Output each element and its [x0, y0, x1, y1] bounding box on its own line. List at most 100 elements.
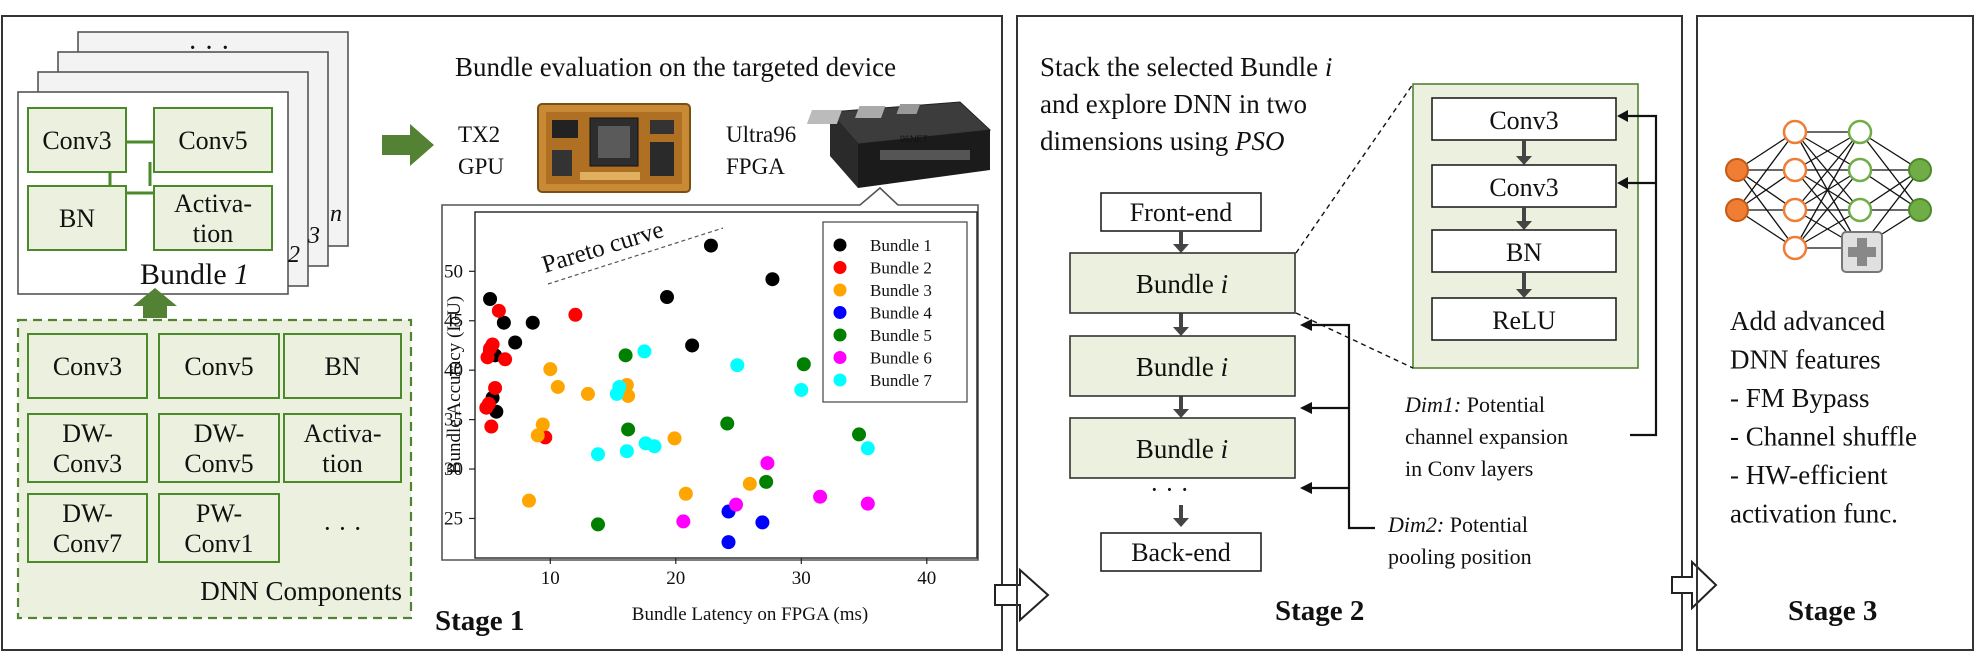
stage3-feature-line: activation func.	[1730, 499, 1898, 529]
bundle-block	[27, 185, 127, 251]
ultra96-board-image: 96NET	[806, 101, 992, 188]
data-point-bundle-5	[796, 357, 811, 372]
stage2-title-line1: Stack the selected Bundle i	[1040, 52, 1332, 82]
front-end-label: Front-end	[1130, 198, 1233, 227]
back-end-block	[1100, 532, 1262, 572]
component-block	[27, 493, 148, 563]
data-point-bundle-7	[730, 358, 745, 373]
stage2-bundle-label: Bundle i	[1136, 269, 1228, 299]
legend-marker	[833, 328, 847, 342]
x-tick-label: 10	[541, 568, 560, 589]
y-tick-label: 50	[444, 261, 463, 282]
data-point-bundle-6	[760, 456, 775, 471]
nn-hidden-node	[1782, 119, 1808, 145]
data-point-bundle-3	[621, 388, 636, 403]
data-point-bundle-1	[703, 238, 718, 253]
data-point-bundle-5	[852, 427, 867, 442]
component-block-label: Conv5	[184, 352, 253, 381]
stage-transition-arrow-icon-2	[1671, 559, 1718, 611]
data-point-bundle-3	[580, 386, 595, 401]
data-point-bundle-5	[590, 517, 605, 532]
nn-edge	[1859, 131, 1921, 211]
data-point-bundle-3	[530, 428, 545, 443]
stage3-feature-line: - FM Bypass	[1730, 383, 1870, 413]
stage2-bundle-block	[1069, 335, 1296, 397]
data-point-bundle-2	[484, 419, 499, 434]
bundle-block	[153, 185, 273, 251]
data-point-bundle-1	[685, 338, 700, 353]
data-point-bundle-5	[618, 348, 633, 363]
stack-number-2: 2	[288, 242, 300, 268]
data-point-bundle-1	[660, 290, 675, 305]
pareto-line	[547, 227, 724, 285]
legend-label: Bundle 4	[870, 304, 932, 323]
device-tx2-line2: GPU	[458, 154, 504, 179]
nn-edge	[1794, 131, 1861, 211]
stack-number-3: 3	[307, 223, 320, 249]
bundle-block	[153, 107, 273, 173]
back-end-label: Back-end	[1131, 538, 1231, 567]
nn-edge	[1794, 131, 1861, 171]
data-point-bundle-7	[794, 382, 809, 397]
dnn-components-title: DNN Components	[200, 576, 402, 606]
x-tick-label: 40	[917, 568, 936, 589]
expanded-arrow-head	[1516, 289, 1532, 298]
stage2-bundle-label: Bundle i	[1136, 352, 1228, 382]
stage3-feature-line: Add advanced	[1730, 306, 1886, 336]
component-block	[27, 413, 148, 483]
data-point-bundle-2	[568, 307, 583, 322]
stage3-feature-line: DNN features	[1730, 345, 1881, 375]
bundle-label: Bundle 1	[140, 258, 249, 291]
stage2-title-line3: dimensions using PSO	[1040, 126, 1285, 156]
data-point-bundle-2	[479, 400, 494, 415]
data-point-bundle-3	[543, 362, 558, 377]
eval-title: Bundle evaluation on the targeted device	[455, 52, 896, 82]
nn-edge	[1794, 209, 1861, 249]
nn-hidden-node	[1782, 235, 1808, 261]
stage2-title-text: Stack the selected Bundle	[1040, 52, 1325, 82]
stage2-title-line2: and explore DNN in two	[1040, 89, 1307, 119]
legend-marker	[833, 261, 847, 274]
data-point-bundle-1	[525, 315, 540, 330]
data-point-bundle-2	[498, 352, 513, 367]
y-axis-label: Bundle Accuracy (IoU)	[444, 296, 465, 474]
stage3-panel	[1696, 15, 1974, 651]
green-right-arrow-icon	[382, 124, 434, 166]
component-block-label: DW-Conv7	[53, 499, 122, 558]
bundle-block-label: BN	[59, 204, 95, 233]
nn-input-node	[1725, 158, 1749, 182]
data-point-bundle-4	[721, 535, 736, 550]
stage1-label: Stage 1	[435, 605, 524, 637]
stage1-panel	[1, 15, 1003, 651]
dim1-text-line3: in Conv layers	[1405, 456, 1533, 481]
dim1-bracket	[1628, 114, 1658, 437]
component-block-label: DW-Conv5	[184, 419, 253, 478]
stage2-label: Stage 2	[1275, 595, 1364, 627]
data-point-bundle-7	[590, 447, 605, 462]
flow-arrow-head	[1173, 409, 1189, 418]
device-ultra96-line2: FPGA	[726, 154, 785, 179]
nn-hidden-node	[1847, 119, 1873, 145]
data-point-bundle-2	[488, 380, 503, 395]
neural-network-icon	[1725, 119, 1932, 273]
data-point-bundle-7	[619, 444, 634, 459]
x-tick-label: 20	[666, 568, 685, 589]
data-point-bundle-6	[860, 496, 875, 511]
legend-label: Bundle 2	[870, 259, 932, 278]
dim2-arrowhead-3	[1300, 482, 1312, 494]
stack-number-n: n	[330, 201, 342, 227]
data-point-bundle-1	[496, 315, 511, 330]
expanded-layer-label: Conv3	[1489, 173, 1558, 202]
nn-hidden-node	[1782, 157, 1808, 183]
y-tick-label: 40	[444, 360, 463, 381]
zoom-line-top	[1295, 83, 1414, 254]
y-tick-label: 45	[444, 311, 463, 332]
legend-label: Bundle 1	[870, 236, 932, 255]
nn-output-node	[1908, 158, 1932, 182]
component-block-label: PW-Conv1	[184, 499, 253, 558]
bundle-block	[27, 107, 127, 173]
